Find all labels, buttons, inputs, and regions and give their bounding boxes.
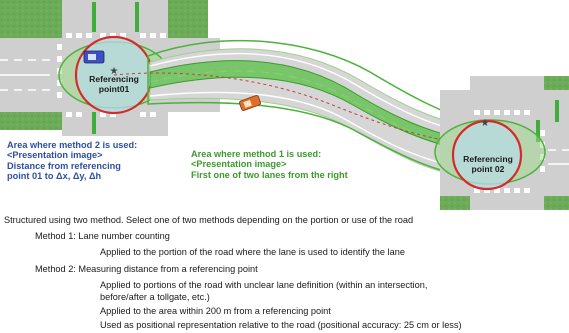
- referencing-circle-02: [451, 119, 523, 191]
- trajectory-line: [113, 72, 479, 147]
- method2-title: Method 2: Measuring distance from a refe…: [35, 264, 258, 274]
- method2-note-line1: Area where method 2 is used:: [7, 140, 138, 150]
- method1-note-line3: First one of two lanes from the right: [191, 169, 348, 180]
- method2-desc-2: before/after a tollgate, etc.): [100, 292, 210, 302]
- method2-desc-4: Used as positional representation relati…: [100, 320, 462, 330]
- ref02-label: Referencing point 02: [455, 154, 521, 174]
- car-icon: [239, 95, 261, 111]
- ref02-line1: Referencing: [463, 154, 513, 164]
- road-diagram: ★ ★: [0, 0, 569, 210]
- method1-title: Method 1: Lane number counting: [35, 231, 170, 241]
- car-icon: [83, 50, 105, 64]
- method2-desc-3: Applied to the area within 200 m from a …: [100, 306, 331, 316]
- method2-desc-1: Applied to portions of the road with unc…: [100, 280, 428, 290]
- method1-note-line1: Area where method 1 is used:: [191, 149, 322, 159]
- ref01-line1: Referencing: [89, 74, 139, 84]
- intro-text: Structured using two method. Select one …: [4, 215, 414, 225]
- ref01-label: Referencing point01: [79, 74, 149, 94]
- ref02-line2: point 02: [471, 163, 505, 174]
- star-icon: ★: [481, 118, 490, 129]
- star-icon: ★: [110, 66, 119, 77]
- grass-block: [168, 0, 208, 38]
- method2-note-line3: Distance from referencing: [7, 160, 121, 171]
- method2-note-line4: point 01 to Δx, Δy, Δh: [7, 170, 102, 181]
- method1-note-line2: <Presentation image>: [191, 159, 287, 170]
- method1-note: Area where method 1 is used: <Presentati…: [191, 149, 348, 180]
- method2-note-line2: <Presentation image>: [7, 150, 103, 161]
- method1-desc: Applied to the portion of the road where…: [100, 247, 405, 257]
- grass-block: [0, 0, 62, 38]
- right-intersection: [434, 76, 569, 210]
- grass-block: [0, 112, 62, 130]
- method2-note: Area where method 2 is used: <Presentati…: [7, 140, 137, 181]
- ref01-line2: point01: [98, 83, 130, 94]
